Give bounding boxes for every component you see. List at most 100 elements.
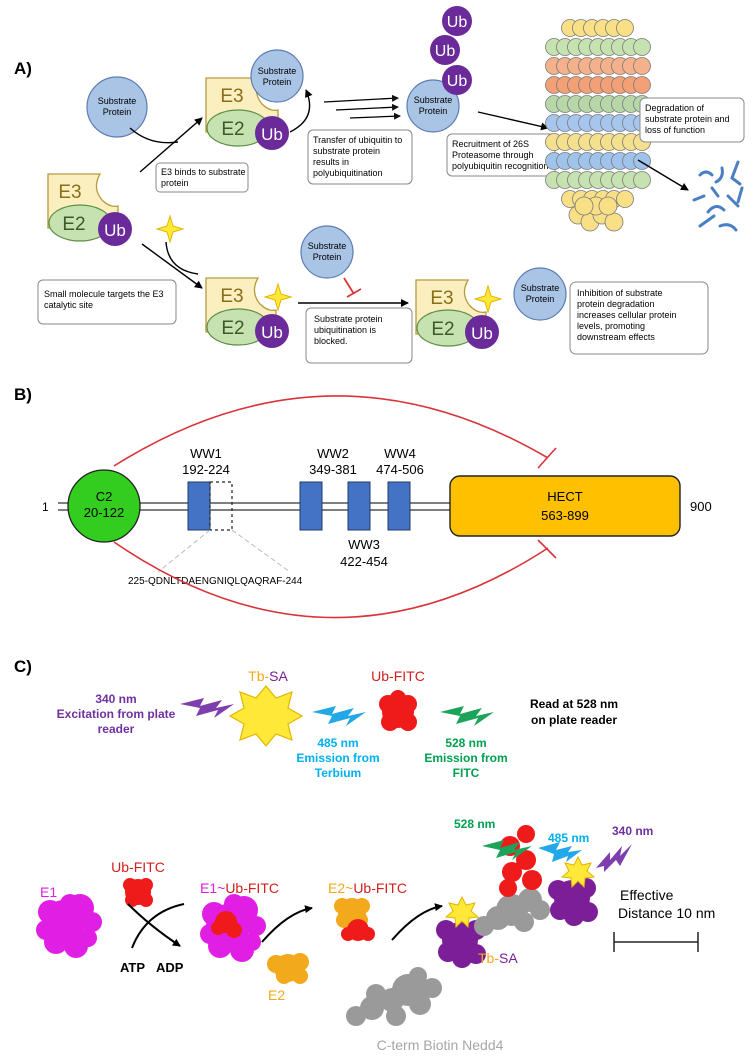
ww1-name: WW1 — [190, 446, 222, 461]
proteasome-subunit — [616, 19, 634, 37]
e3-e2-inhibited-complex-final: E3 E2 Ub — [415, 279, 503, 349]
ww1-extension-sequence: 225-QDNLTDAENGNIQLQAQRAF-244 — [128, 576, 303, 587]
atp-reaction-arrow-curve — [131, 903, 185, 949]
proteasome-subunit — [616, 190, 634, 208]
ub-fitc-chain-lobe — [502, 862, 522, 882]
e2-label: E2 — [221, 119, 244, 140]
caption-recruitment-line2: Proteasome through — [452, 150, 534, 160]
ub-label: Ub — [104, 221, 126, 240]
caption-transfer-line3: results in — [313, 157, 349, 167]
tb-sa-label-sa: SA — [499, 950, 518, 966]
e2-ub-fitc-label: E2~Ub-FITC — [328, 880, 407, 896]
terbium-star-small-icon — [444, 895, 480, 929]
nedd4-surface-lobe — [409, 993, 431, 1015]
e2-ub-fitc-complex — [334, 898, 375, 941]
arrows-polyubiquitination — [323, 94, 401, 120]
caption-degradation-line2: substrate protein and — [645, 114, 730, 124]
nedd4-surface-lobe — [346, 1006, 366, 1026]
e3-label: E3 — [220, 286, 243, 307]
tb-sa-surface-lobe — [452, 948, 472, 968]
e1-surface-lobe — [246, 916, 266, 936]
ub-fitc-molecule — [379, 690, 417, 731]
tb-sa-label-dash: - — [494, 950, 499, 966]
substrate-label-1: Substrate — [521, 283, 560, 293]
hect-domain: HECT 563-899 — [449, 475, 681, 537]
ub-fitc-lobe — [399, 713, 417, 731]
e1-ub-fitc-e: E1 — [200, 880, 217, 896]
nedd4-surface-lobe — [422, 978, 442, 998]
ww2-range: 349-381 — [309, 462, 357, 477]
arrow-ub-transfer — [289, 89, 313, 133]
small-molecule-star-icon — [155, 214, 185, 244]
e2-enzyme — [267, 953, 309, 984]
ub-fitc-lobe — [211, 921, 225, 935]
e2-surface-lobe — [336, 912, 352, 928]
e2-surface-lobe — [291, 953, 309, 971]
hect-range: 563-899 — [541, 508, 589, 523]
final-528nm: 528 nm — [454, 817, 495, 831]
e1-ub-fitc-complex — [200, 894, 266, 962]
ub-label: Ub — [261, 125, 283, 144]
caption-inhibition-line1: Inhibition of substrate — [577, 288, 663, 298]
nedd4-surface-lobe — [474, 916, 494, 936]
substrate-label-2: Protein — [103, 107, 132, 117]
c2-domain: C2 20-122 — [67, 469, 141, 543]
caption-small-molecule-line2: catalytic site — [44, 300, 93, 310]
emission-tb-wavelength: 485 nm — [317, 736, 358, 750]
e3-label: E3 — [220, 86, 243, 107]
emission-fitc-line3: FITC — [453, 766, 480, 780]
caption-small-molecule: Small molecule targets the E3 catalytic … — [37, 279, 177, 325]
nedd4-surface-lobe — [409, 967, 427, 985]
polyubiquitinated-substrate: Substrate Protein Ub Ub Ub — [406, 6, 472, 133]
caption-e3-binds-line1: E3 binds to substrate — [161, 167, 246, 177]
caption-degradation-line1: Degradation of — [645, 103, 705, 113]
proteasome-subunit — [633, 57, 651, 75]
proteasome-cap-subunit — [598, 196, 618, 216]
caption-recruitment: Recruitment of 26S Proteasome through po… — [446, 133, 556, 177]
caption-inhibition-line2: protein degradation — [577, 299, 655, 309]
inhibition-arc-top — [113, 395, 549, 467]
proteasome-subunit — [633, 76, 651, 94]
substrate-label-2: Protein — [419, 106, 448, 116]
substrate-label-1: Substrate — [98, 96, 137, 106]
proteasome-26s — [545, 19, 651, 232]
final-excitation-bolt-icon — [596, 844, 632, 872]
e1-surface-lobe — [224, 894, 244, 914]
ub-label: Ub — [447, 73, 468, 90]
bound-inhibitor-star-icon — [473, 284, 503, 314]
ww4-domain: WW4 474-506 — [376, 446, 424, 531]
inhibition-arc-bottom — [113, 541, 549, 619]
panel-b-label: B) — [14, 385, 32, 404]
inhibition-arc-bottom-tbar — [537, 539, 557, 559]
excitation-line3: reader — [98, 722, 135, 736]
ww4-range: 474-506 — [376, 462, 424, 477]
ww3-name: WW3 — [348, 537, 380, 552]
arrow-small-molecule-path — [141, 243, 203, 289]
e2-surface-lobe — [354, 898, 370, 914]
terbium-emission-bolt-icon — [312, 706, 366, 726]
e3-e2-ub-complex-left: E3 E2 Ub — [47, 173, 132, 246]
e2-label: E2 — [268, 987, 285, 1003]
caption-transfer: Transfer of ubiquitin to substrate prote… — [307, 129, 413, 185]
bound-inhibitor-star-icon — [263, 282, 293, 312]
tb-sa-dash: - — [264, 668, 269, 684]
substrate-label-1: Substrate — [258, 66, 297, 76]
excitation-bolt-icon — [180, 698, 234, 718]
proteasome-cap-subunit — [604, 212, 624, 232]
ww3-range: 422-454 — [340, 554, 388, 569]
emission-tb-line2: Emission from — [296, 751, 379, 765]
final-340nm: 340 nm — [612, 824, 653, 838]
e1-surface-lobe — [243, 933, 261, 951]
excitation-line2: Excitation from plate — [57, 707, 176, 721]
distance-line1: Effective — [620, 887, 674, 903]
tb-sa-label-tb: Tb — [478, 950, 495, 966]
distance-line2: Distance 10 nm — [618, 905, 715, 921]
ww4-name: WW4 — [384, 446, 416, 461]
adp-label: ADP — [156, 960, 184, 975]
caption-inhibition-line5: downstream effects — [577, 332, 655, 342]
e1-surface-lobe — [36, 920, 56, 940]
nedd4-label: C-term Biotin Nedd4 — [377, 1037, 504, 1053]
caption-blocked-line1: Substrate protein — [314, 314, 383, 324]
ub-fitc-chain-lobe — [522, 870, 542, 890]
